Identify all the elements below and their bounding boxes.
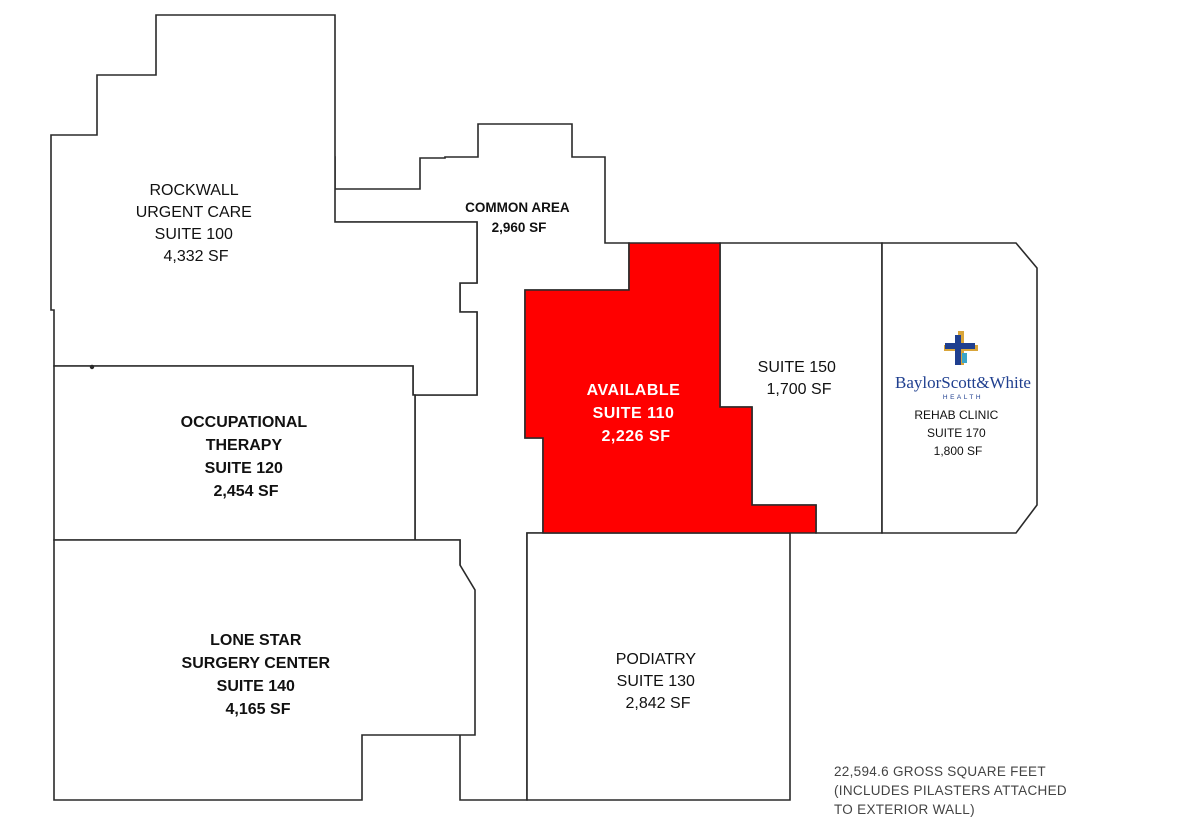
suite-130-line-3: 2,842 SF: [626, 695, 691, 712]
suite-110-line-2: SUITE 110: [593, 405, 675, 422]
suite-110-label: AVAILABLE SUITE 110 2,226 SF: [587, 382, 686, 445]
suite-170-label: REHAB CLINIC SUITE 170 1,800 SF: [914, 408, 1001, 458]
baylor-scott-white-cross-icon: [944, 331, 978, 365]
common-area-label: COMMON AREA 2,960 SF: [465, 200, 573, 235]
suite-140-line-4: 4,165 SF: [226, 701, 291, 718]
suite-130-line-1: PODIATRY: [616, 651, 697, 668]
suite-100-line-2: URGENT CARE: [136, 204, 252, 221]
suite-110-line-3: 2,226 SF: [602, 428, 671, 445]
wall-marker: [89, 364, 95, 370]
suite-100-label: ROCKWALL URGENT CARE SUITE 100 4,332 SF: [136, 182, 257, 265]
suite-110-shape[interactable]: [524, 242, 817, 534]
gross-area-note: 22,594.6 GROSS SQUARE FEET (INCLUDES PIL…: [834, 764, 1071, 817]
note-line-3: TO EXTERIOR WALL): [834, 802, 975, 817]
note-line-1: 22,594.6 GROSS SQUARE FEET: [834, 764, 1046, 779]
suite-100-line-4: 4,332 SF: [164, 248, 229, 265]
suite-150-label: SUITE 150 1,700 SF: [758, 359, 841, 398]
suite-140-line-1: LONE STAR: [210, 632, 302, 649]
common-area-line-2: 2,960 SF: [492, 220, 547, 235]
suite-140-shape[interactable]: [53, 539, 476, 801]
suite-140-label: LONE STAR SURGERY CENTER SUITE 140 4,165…: [182, 632, 335, 718]
common-area-line-1: COMMON AREA: [465, 200, 570, 215]
suite-110-status: AVAILABLE: [587, 382, 681, 399]
suite-150-line-2: 1,700 SF: [767, 381, 832, 398]
note-line-2: (INCLUDES PILASTERS ATTACHED: [834, 783, 1067, 798]
suite-170-line-3: 1,800 SF: [934, 444, 983, 458]
suite-170-line-2: SUITE 170: [927, 426, 986, 440]
suite-120-label: OCCUPATIONAL THERAPY SUITE 120 2,454 SF: [181, 414, 312, 500]
suite-130-line-2: SUITE 130: [617, 673, 695, 690]
suite-170-shape[interactable]: [881, 242, 1038, 534]
suite-100-line-3: SUITE 100: [155, 226, 233, 243]
suite-120-line-2: THERAPY: [206, 437, 283, 454]
suite-140-line-2: SURGERY CENTER: [182, 655, 331, 672]
suite-150-line-1: SUITE 150: [758, 359, 836, 376]
suite-120-line-3: SUITE 120: [205, 460, 283, 477]
suite-120-line-1: OCCUPATIONAL: [181, 414, 308, 431]
suite-120-line-4: 2,454 SF: [214, 483, 279, 500]
brand-name: BaylorScott&White: [895, 373, 1031, 392]
suite-170-line-1: REHAB CLINIC: [914, 408, 998, 422]
suite-140-line-3: SUITE 140: [217, 678, 295, 695]
suite-130-label: PODIATRY SUITE 130 2,842 SF: [616, 651, 700, 712]
suite-100-line-1: ROCKWALL: [149, 182, 238, 199]
brand-sub: HEALTH: [943, 394, 983, 401]
